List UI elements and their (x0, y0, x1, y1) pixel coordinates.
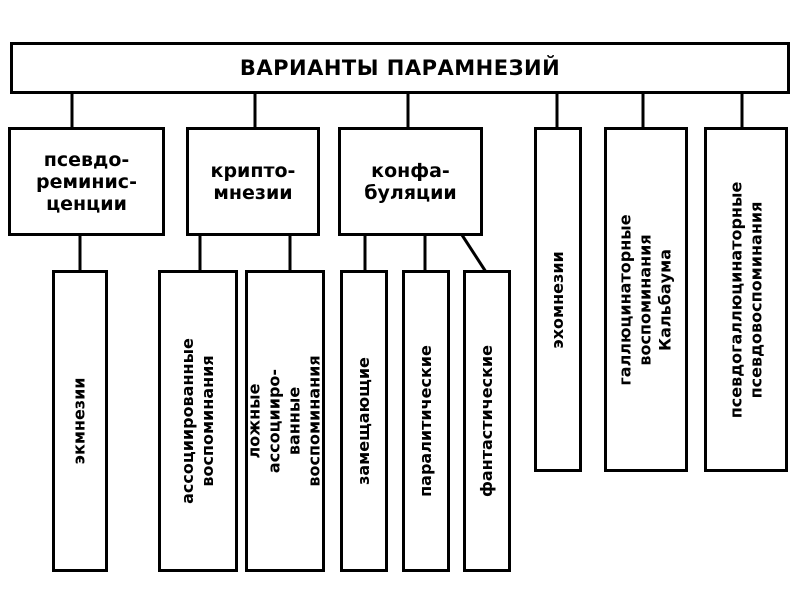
subtype-substitutive: замещающие (340, 270, 388, 572)
subtype-fantastic: фантастические (463, 270, 511, 572)
type-label: псевдогаллюцинаторные псевдовоспоминания (726, 181, 765, 418)
category-label: крипто- мнезии (210, 159, 296, 204)
subtype-paralytic: паралитические (402, 270, 450, 572)
subtype-label: ложные ассоцииро- ванные воспоминания (245, 355, 325, 487)
subtype-label: ассоциированные воспоминания (178, 338, 217, 504)
category-confabulation: конфа- буляции (338, 127, 483, 236)
type-kahlbaum: галлюцинаторные воспоминания Кальбаума (604, 127, 688, 472)
category-label: конфа- буляции (364, 159, 457, 204)
type-label: галлюцинаторные воспоминания Кальбаума (616, 213, 676, 386)
subtype-false-associated-memories: ложные ассоцииро- ванные воспоминания (245, 270, 325, 572)
type-pseudohallucinatory: псевдогаллюцинаторные псевдовоспоминания (704, 127, 788, 472)
root-box: ВАРИАНТЫ ПАРАМНЕЗИЙ (10, 42, 790, 94)
connector-confab-fantastic (460, 234, 488, 273)
subtype-label: замещающие (354, 357, 373, 485)
subtype-label: фантастические (477, 344, 497, 498)
subtype-label: паралитические (416, 345, 436, 497)
root-title: ВАРИАНТЫ ПАРАМНЕЗИЙ (239, 56, 561, 80)
subtype-associated-memories: ассоциированные воспоминания (158, 270, 238, 572)
type-label: эхомнезии (548, 250, 567, 349)
type-echomnesia: эхомнезии (534, 127, 582, 472)
subtype-label: экмнезии (70, 377, 90, 465)
category-pseudoreminiscence: псевдо- реминис- ценции (8, 127, 165, 236)
category-cryptomnesia: крипто- мнезии (186, 127, 320, 236)
subtype-ecmnesia: экмнезии (52, 270, 108, 572)
category-label: псевдо- реминис- ценции (36, 148, 137, 215)
